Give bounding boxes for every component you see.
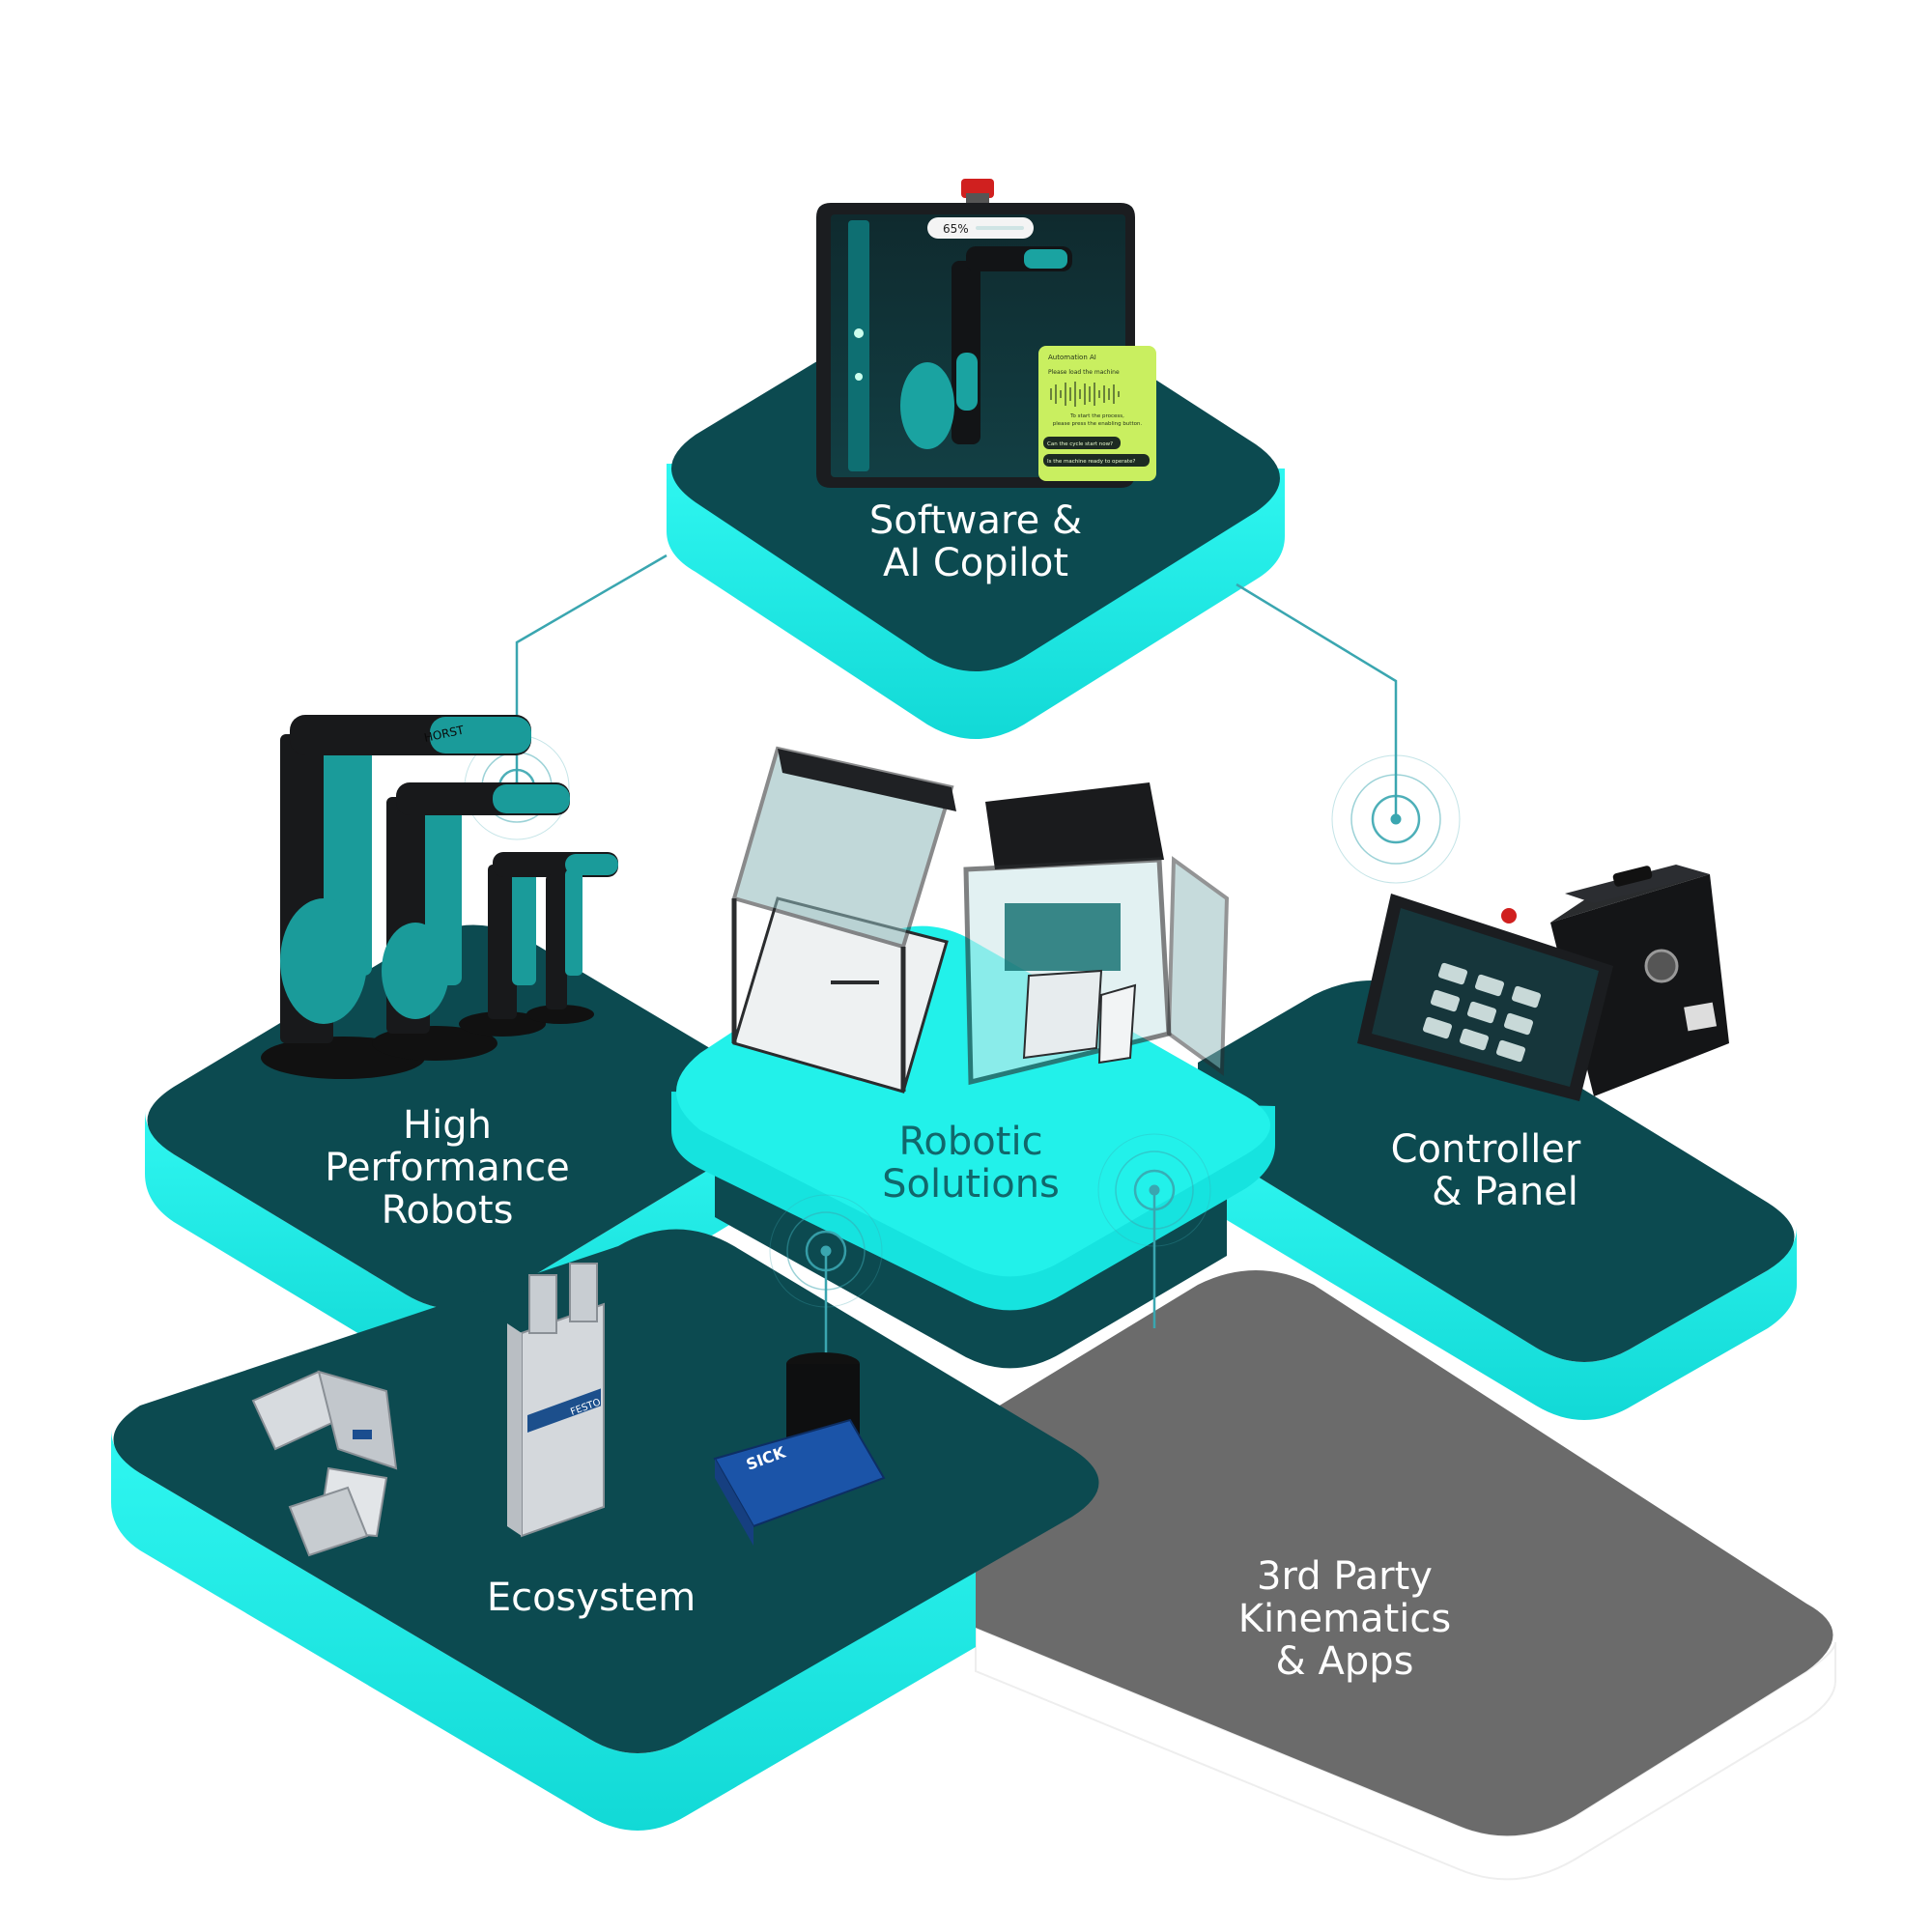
robots-label-line1: High [403,1103,492,1148]
ai-card-title: Automation AI [1048,354,1096,361]
tile-third-party [975,1270,1836,1881]
ai-card-hint-2: please press the enabling button. [1053,421,1143,427]
concentric-rings-icon [1331,754,1461,884]
third-party-label-line1: 3rd Party [1257,1554,1433,1599]
concentric-rings-icon [1097,1133,1211,1247]
solutions-label-line2: Solutions [882,1162,1060,1207]
tile-controller [1198,980,1797,1420]
solutions-label-line1: Robotic [898,1120,1042,1164]
concentric-rings-icon [769,1194,883,1308]
connector-software-robots [515,554,668,782]
tile-controller-side [1198,1140,1797,1420]
controller-label-line2: & Panel [1432,1170,1578,1214]
tile-third-party-top [976,1270,1833,1836]
festo-gripper: FESTO [507,1263,605,1538]
horst-robot-arms: HORST [261,715,618,1079]
controller-label-line1: Controller [1391,1127,1581,1172]
software-tablet: 65% Automation AI Please load the machin… [816,179,1156,488]
sick-laser-scanner: SICK [713,1352,886,1546]
tile-labels: Software & AI Copilot High Performance R… [325,498,1581,1684]
ai-chip-2-label: Is the machine ready to operate? [1047,459,1135,465]
software-label-line1: Software & [869,498,1082,543]
robotic-cells [731,746,1230,1094]
ai-chip-2[interactable] [1043,454,1150,467]
ai-chip-1[interactable] [1043,437,1121,449]
tile-controller-top [1198,980,1795,1362]
software-label-line2: AI Copilot [883,541,1068,585]
waveform-icon [1050,382,1120,407]
robots-label-line3: Robots [382,1188,514,1233]
ai-card-hint-1: To start the process, [1069,413,1124,419]
robots-label-line2: Performance [325,1146,569,1190]
ai-card-prompt: Please load the machine [1048,369,1120,376]
progress-percent: 65% [943,222,969,236]
ecosystem-devices: FESTO SICK [251,1263,886,1557]
third-party-label-line3: & Apps [1276,1639,1414,1684]
connector-software-controller [1236,582,1398,821]
tile-ecosystem-side [111,1430,976,1831]
third-party-label-line2: Kinematics [1238,1597,1451,1641]
controller-devices [1357,865,1729,1101]
ecosystem-label: Ecosystem [487,1576,696,1620]
ai-chip-1-label: Can the cycle start now? [1047,441,1113,447]
red-button-icon [1501,908,1517,923]
parallel-gripper [251,1370,398,1557]
